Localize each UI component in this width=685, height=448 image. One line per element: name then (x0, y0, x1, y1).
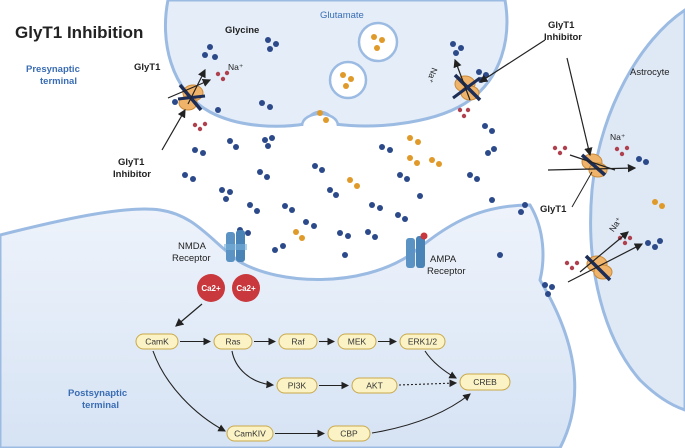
glutamate-vesicle (328, 60, 368, 100)
transport-arrow (167, 78, 212, 99)
postsynaptic-terminal (0, 203, 577, 448)
sodium-label-astro-upper: Na⁺ (610, 132, 626, 142)
presynaptic-label-line2: terminal (40, 76, 77, 87)
glycine-label: Glycine (225, 25, 259, 36)
svg-text:AKT: AKT (366, 381, 383, 391)
pathway-node-ras: Ras (213, 333, 253, 350)
glyt1-pointer (571, 171, 593, 208)
svg-text:MEK: MEK (348, 337, 367, 347)
astrocyte-label: Astrocyte (630, 67, 670, 78)
nmda-label: NMDA (178, 241, 207, 252)
inhibitor-label-right: GlyT1 (548, 20, 575, 31)
glyt1-transporter-pre-right (452, 73, 482, 102)
pathway-arrows (152, 337, 471, 438)
sodium-ions (192, 70, 633, 271)
calcium-label: Ca2+ (236, 284, 256, 293)
glyt1-label-astro: GlyT1 (540, 204, 567, 215)
pathway-node-akt: AKT (351, 377, 398, 394)
transport-arrow (567, 243, 644, 283)
svg-text:CamKIV: CamKIV (234, 429, 266, 439)
pathway-node-creb: CREB (459, 373, 511, 391)
svg-text:Ras: Ras (225, 337, 240, 347)
svg-text:CREB: CREB (473, 377, 497, 387)
pathway-node-mek: MEK (337, 333, 377, 350)
nmda-label-line2: Receptor (172, 253, 211, 264)
glycine-molecules (172, 37, 663, 297)
inhibitor-pointer (566, 57, 593, 157)
pathway-node-cbp: CBP (327, 425, 371, 442)
inhibitor-pointer (478, 39, 546, 83)
svg-text:PI3K: PI3K (288, 381, 307, 391)
svg-text:ERK1/2: ERK1/2 (408, 337, 438, 347)
pathway-node-raf: Raf (278, 333, 318, 350)
inhibitor-label-right-line2: Inhibitor (544, 32, 582, 43)
transport-arrow (569, 154, 616, 171)
svg-text:Raf: Raf (291, 337, 305, 347)
glutamate-vesicle (357, 21, 399, 63)
glutamate-label: Glutamate (320, 10, 364, 21)
sodium-label-pre-left: Na⁺ (228, 62, 244, 72)
inhibitor-label-left: GlyT1 (118, 157, 145, 168)
inhibitor-pointer (161, 108, 186, 151)
transport-arrow (187, 68, 206, 105)
transport-arrow (579, 231, 629, 273)
ampa-receptor (406, 232, 428, 268)
pathway-node-camk: CamK (135, 333, 179, 350)
calcium-arrow (175, 303, 203, 327)
inhibitor-label-left-line2: Inhibitor (113, 169, 151, 180)
glutamate-molecules (293, 34, 665, 241)
ampa-label-line2: Receptor (427, 266, 466, 277)
glyt1-transporter-astro-lower (584, 254, 613, 282)
postsynaptic-label: Postsynaptic (68, 388, 127, 399)
svg-text:CamK: CamK (145, 337, 169, 347)
pathway-node-pi3k: PI3K (276, 377, 318, 394)
nmda-receptor (224, 230, 247, 262)
pathway-node-camkiv: CamKIV (226, 425, 274, 442)
glyt1-label-pre: GlyT1 (134, 62, 161, 73)
calcium-ion-1: Ca2+ (197, 274, 225, 302)
calcium-label: Ca2+ (201, 284, 221, 293)
calcium-ion-2: Ca2+ (232, 274, 260, 302)
diagram-title: GlyT1 Inhibition (15, 23, 143, 42)
transport-arrow (453, 58, 471, 101)
pathway-node-erk: ERK1/2 (399, 333, 446, 350)
transport-arrow (547, 163, 637, 173)
postsynaptic-label-line2: terminal (82, 400, 119, 411)
ampa-label: AMPA (430, 254, 457, 265)
presynaptic-label: Presynaptic (26, 64, 80, 75)
svg-text:CBP: CBP (340, 429, 358, 439)
